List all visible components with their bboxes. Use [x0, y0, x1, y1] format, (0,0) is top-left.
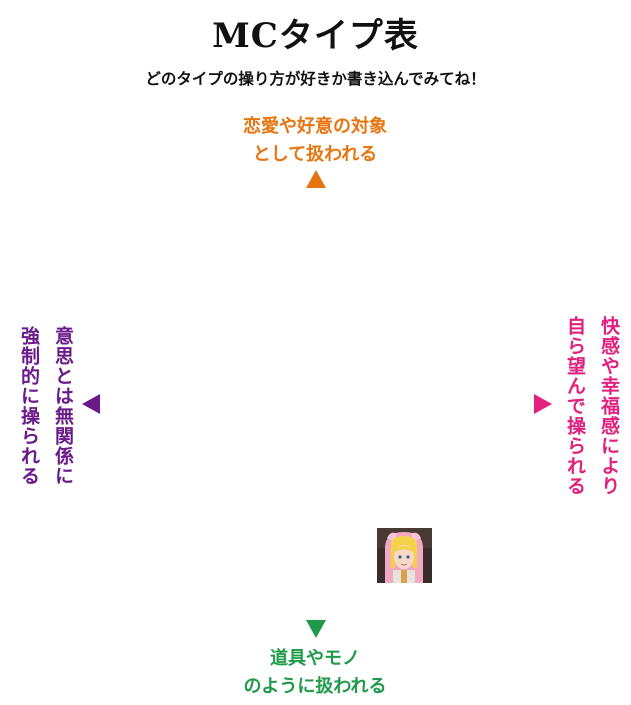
- arrowhead-right: [534, 394, 552, 414]
- character-avatar: [377, 528, 432, 583]
- arrowhead-left: [82, 394, 100, 414]
- arrowhead-bottom: [306, 620, 326, 638]
- arrowhead-top: [306, 170, 326, 188]
